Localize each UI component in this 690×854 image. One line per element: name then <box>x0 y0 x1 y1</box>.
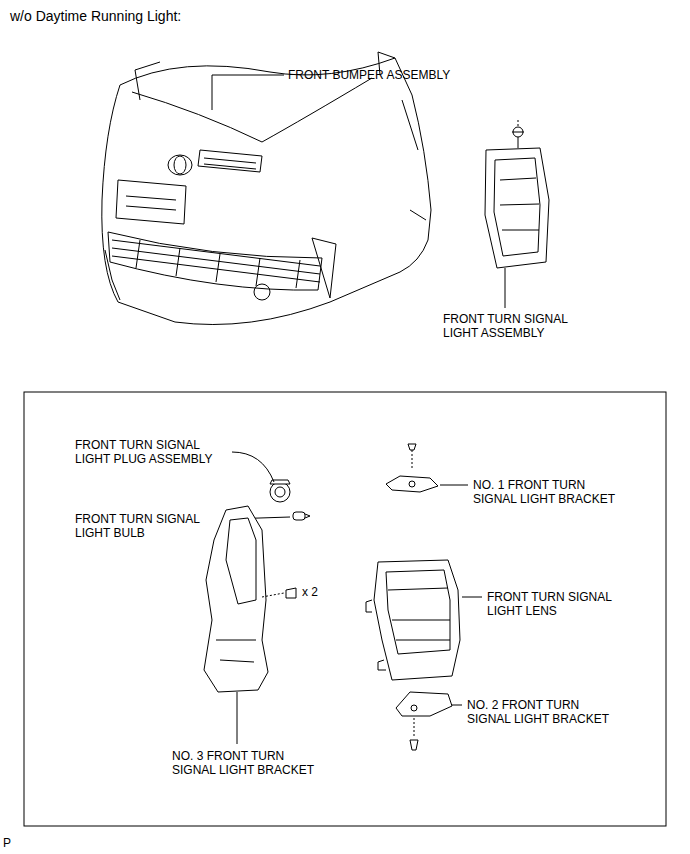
part-name: FRONT BUMPER ASSEMBLY <box>288 68 508 82</box>
leader-line <box>237 692 238 744</box>
parts-box <box>24 392 666 826</box>
leader-line <box>212 75 284 110</box>
plug-drawing <box>270 480 290 502</box>
leader-line <box>505 268 506 308</box>
part-name: NO. 1 FRONT TURN SIGNAL LIGHT BRACKET <box>473 478 625 506</box>
part-name: FRONT TURN SIGNAL LIGHT PLUG ASSEMBLY <box>75 438 227 466</box>
bracket-2-drawing <box>396 692 452 750</box>
lens-drawing <box>366 560 460 680</box>
leader-line <box>232 452 274 482</box>
part-name: NO. 3 FRONT TURN SIGNAL LIGHT BRACKET <box>172 749 324 777</box>
bulb-drawing <box>293 512 310 520</box>
bumper-drawing <box>102 52 431 325</box>
bracket-3-drawing <box>204 506 296 692</box>
part-name: NO. 2 FRONT TURN SIGNAL LIGHT BRACKET <box>467 698 619 726</box>
turn-signal-assembly-drawing <box>485 120 549 268</box>
leader-line <box>462 597 482 598</box>
bracket-1-drawing <box>386 444 438 492</box>
part-name: FRONT TURN SIGNAL LIGHT LENS <box>487 590 639 618</box>
quantity-note: x 2 <box>302 585 342 599</box>
figure-code: P <box>3 836 33 850</box>
leader-line <box>440 485 468 486</box>
part-name: FRONT TURN SIGNAL LIGHT BULB <box>75 512 227 540</box>
diagram-title: w/o Daytime Running Light: <box>10 8 330 25</box>
part-name: FRONT TURN SIGNAL LIGHT ASSEMBLY <box>443 312 595 340</box>
leader-line <box>452 705 462 706</box>
